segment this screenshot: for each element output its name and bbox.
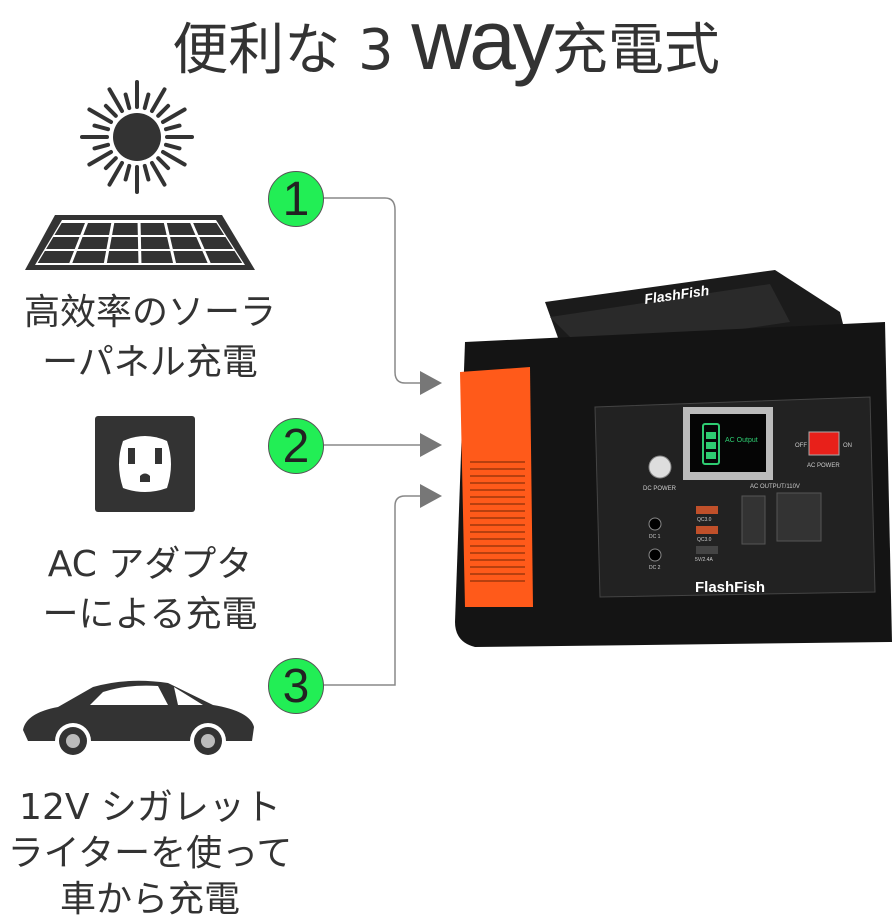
solar-cell xyxy=(83,223,112,235)
method-1-label: 高效率のソーラ ーパネル充電 xyxy=(10,288,290,388)
sun-ray xyxy=(142,163,151,182)
step-badge-2: 2 xyxy=(268,418,324,474)
brand-front: FlashFish xyxy=(695,579,765,596)
arrow-icon xyxy=(420,433,442,457)
sun-ray xyxy=(103,156,118,171)
sun-ray xyxy=(92,123,111,132)
sun-ray xyxy=(123,92,132,111)
solar-cell xyxy=(173,251,208,263)
orange-side-panel xyxy=(460,367,533,607)
dc-power-label: DC POWER xyxy=(643,486,677,492)
switch-off: OFF xyxy=(795,443,807,449)
page-title: 便利な 3 way充電式 xyxy=(0,0,892,91)
ac-output-label: AC OUTPUT/110V xyxy=(750,484,800,490)
solar-cell xyxy=(46,237,80,249)
solar-cell xyxy=(205,251,243,263)
connector-1 xyxy=(322,197,422,384)
solar-cell xyxy=(199,237,234,249)
connector-3 xyxy=(322,495,422,686)
usb-port-label: 5V/2.4A xyxy=(695,557,713,563)
solar-cell xyxy=(141,251,174,263)
sun-ray xyxy=(156,103,171,118)
usb-port-label: QC3.0 xyxy=(697,537,712,543)
solar-cell xyxy=(72,251,107,263)
solar-cell xyxy=(193,223,225,235)
car-icon xyxy=(23,680,254,759)
panel xyxy=(25,215,255,270)
sun-ray xyxy=(92,142,111,151)
solar-cell xyxy=(166,223,196,235)
sun-ray xyxy=(156,156,171,171)
ac-power-label: AC POWER xyxy=(807,463,840,469)
title-way: way xyxy=(411,0,554,87)
sun-ray xyxy=(163,142,182,151)
method-2-label: AC アダプタ ーによる充電 xyxy=(10,540,290,640)
label-line: ーによる充電 xyxy=(42,594,258,635)
title-prefix: 便利な 3 xyxy=(172,18,412,83)
solar-cell xyxy=(140,237,170,249)
sun-ray xyxy=(163,123,182,132)
wall-outlet-icon xyxy=(95,416,195,512)
usb-port-label: QC3.0 xyxy=(697,517,712,523)
solar-cell xyxy=(109,237,139,249)
sun-icon xyxy=(80,80,194,194)
arrow-icon xyxy=(420,371,442,395)
step-badge-3: 3 xyxy=(268,658,324,714)
sun-ray xyxy=(142,92,151,111)
display-text: AC Output xyxy=(725,437,758,444)
solar-cell xyxy=(106,251,139,263)
sun-ray xyxy=(160,107,187,124)
label-line: AC アダプタ xyxy=(47,544,253,585)
sun-ray xyxy=(150,87,167,114)
solar-cell xyxy=(77,237,109,249)
sun-ray xyxy=(87,150,114,167)
label-line: 12V シガレット xyxy=(19,787,281,828)
solar-cell xyxy=(140,223,167,235)
sun-ray xyxy=(150,160,167,187)
label-line: 車から充電 xyxy=(59,879,240,920)
method-3-label: 12V シガレット ライターを使って 車から充電 xyxy=(0,785,300,923)
dc-port-label: DC 2 xyxy=(649,565,661,571)
sun-ray xyxy=(107,160,124,187)
sun-ray xyxy=(107,87,124,114)
label-line: 高效率のソーラ xyxy=(23,292,276,333)
arrow-icon xyxy=(420,484,442,508)
sun-ray xyxy=(103,103,118,118)
dc-port-label: DC 1 xyxy=(649,534,661,540)
solar-panel-icon xyxy=(25,80,255,270)
sun-ray xyxy=(160,150,187,167)
solar-cell xyxy=(54,223,85,235)
sun-ray xyxy=(123,163,132,182)
step-badge-1: 1 xyxy=(268,171,324,227)
switch-on: ON xyxy=(843,443,852,449)
sun-ray xyxy=(87,107,114,124)
label-line: ライターを使って xyxy=(7,833,293,874)
power-station-image: FlashFish AC Output OFF ON AC POWER DC P… xyxy=(455,270,892,647)
title-suffix: 充電式 xyxy=(551,18,720,83)
solar-cell xyxy=(170,237,202,249)
solar-cell xyxy=(37,251,74,263)
label-line: ーパネル充電 xyxy=(42,342,258,383)
solar-cell xyxy=(112,223,138,235)
